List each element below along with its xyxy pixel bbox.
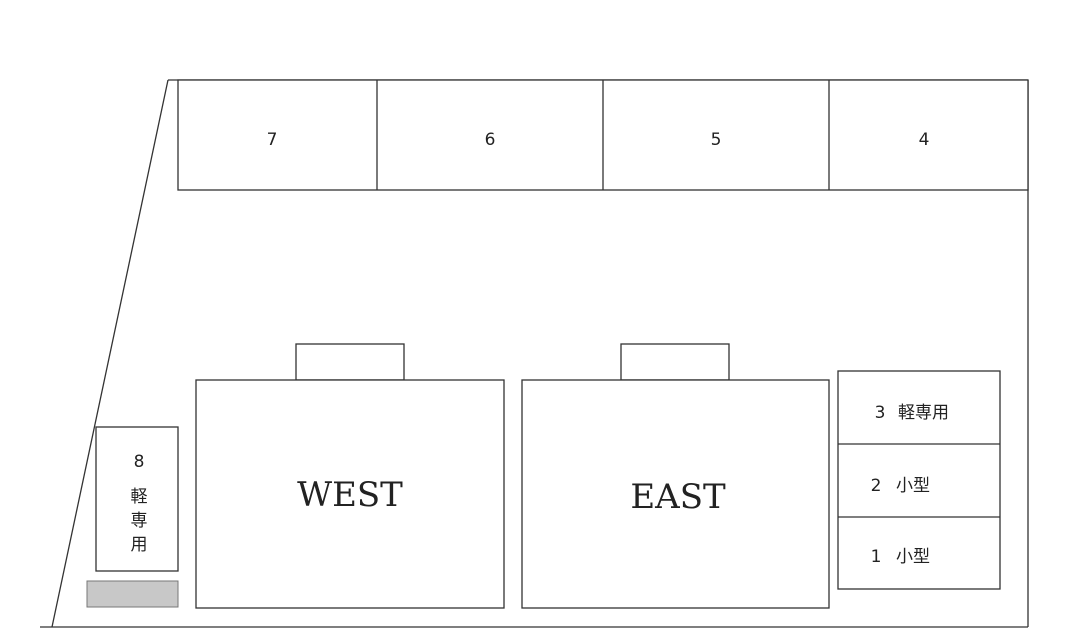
parking-space-8-number: 8 [134, 452, 145, 472]
building-west: WEST [195, 343, 505, 609]
parking-space-8-type-char-2: 専 [131, 511, 148, 531]
parking-space-3[interactable]: 3 軽専用 [875, 403, 949, 423]
parking-space-1-type: 小型 [896, 547, 930, 567]
building-east: EAST [521, 343, 830, 609]
parking-space-2-type: 小型 [896, 476, 930, 496]
parking-space-8-type-char-3: 用 [131, 535, 148, 555]
top-parking-row: 7 6 5 4 [177, 79, 1029, 191]
building-west-label: WEST [297, 475, 403, 515]
building-east-label: EAST [630, 477, 726, 517]
parking-space-1-number: 1 [871, 547, 882, 567]
parking-space-6[interactable]: 6 [485, 130, 496, 150]
parking-space-3-number: 3 [875, 403, 886, 423]
parking-space-2-number: 2 [871, 476, 882, 496]
parking-space-3-type: 軽専用 [898, 403, 949, 423]
parking-space-8-type-char-1: 軽 [131, 487, 148, 507]
right-parking-stack: 3 軽専用 2 小型 1 小型 [837, 370, 1001, 590]
parking-space-5[interactable]: 5 [711, 130, 722, 150]
parking-space-4[interactable]: 4 [919, 130, 930, 150]
gray-marker-block [86, 580, 179, 608]
parking-space-8[interactable]: 8 軽 専 用 [95, 426, 179, 572]
parking-space-1[interactable]: 1 小型 [871, 547, 930, 567]
parking-space-7[interactable]: 7 [267, 130, 278, 150]
parking-space-2[interactable]: 2 小型 [871, 476, 930, 496]
